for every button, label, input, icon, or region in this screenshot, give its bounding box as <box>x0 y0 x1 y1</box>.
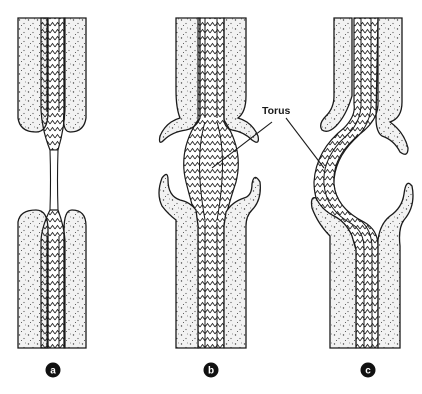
panel-label-b: b <box>208 366 214 377</box>
panel-a-stretched-thread <box>50 150 58 210</box>
panel-c-upper-tissue-left <box>321 18 352 131</box>
torus-leader-line-c <box>286 118 324 168</box>
panel-label-c: c <box>365 366 371 377</box>
panel-b <box>159 18 260 348</box>
panel-c-lower-tissue-right <box>378 183 413 348</box>
panel-b-upper-tissue-left <box>160 18 201 142</box>
panel-a-lower-tissue-right <box>64 210 86 348</box>
panel-a <box>18 18 86 348</box>
panel-c <box>312 18 414 348</box>
panel-a-lower-axon <box>41 210 65 348</box>
panel-a-upper-axon <box>41 18 65 150</box>
panel-b-upper-tissue-right <box>224 18 258 142</box>
panel-badge-b: b <box>204 363 219 378</box>
panel-badge-a: a <box>46 363 61 378</box>
panel-badge-c: c <box>361 363 376 378</box>
torus-label: Torus <box>262 105 291 117</box>
panel-c-upper-tissue-right <box>376 18 408 154</box>
panel-a-upper-tissue-right <box>64 18 86 132</box>
panel-label-a: a <box>50 366 56 377</box>
